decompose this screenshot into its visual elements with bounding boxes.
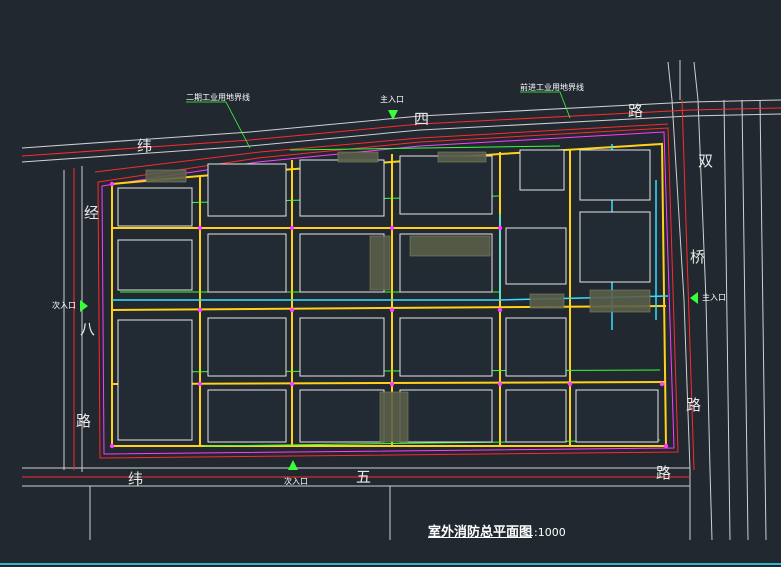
west-road-char-3: 路: [76, 412, 92, 430]
building-w3: [117, 319, 193, 441]
building-b7: [207, 317, 287, 377]
east-channel-2: [741, 99, 749, 541]
north-road-edge-outer: [21, 99, 781, 149]
main-entrance-east-label: 主入口: [702, 293, 726, 302]
east-channel-3: [759, 99, 767, 541]
secondary-entrance-south-label: 次入口: [284, 477, 308, 486]
arrow-main-north: [388, 110, 398, 120]
building-b3: [399, 155, 493, 215]
building-b8: [299, 317, 385, 377]
lane-h3: [111, 381, 667, 385]
east-road-edge-inner: [693, 61, 713, 541]
roads: [21, 60, 781, 541]
south-road-char-1: 纬: [128, 470, 144, 488]
callout-north-left: 二期工业用地界线: [186, 93, 250, 102]
building-e2: [579, 211, 651, 283]
arrow-main-east: [690, 292, 698, 304]
east-road-char-3: 路: [686, 396, 702, 414]
building-b14: [505, 389, 567, 443]
south-road-char-3: 路: [656, 464, 672, 482]
lane-h2: [111, 305, 667, 311]
east-road-edge-outer: [667, 61, 691, 540]
west-road-char-1: 经: [84, 204, 100, 222]
building-b9: [399, 317, 493, 377]
building-b15: [575, 389, 659, 443]
secondary-entrance-west-label: 次入口: [52, 301, 76, 310]
main-entrance-north-label: 主入口: [380, 95, 404, 104]
red-north-2: [94, 123, 669, 173]
building-b1: [207, 163, 287, 217]
building-w2: [117, 239, 193, 291]
drawing-scale: 1:1000: [527, 526, 566, 539]
north-road-char-3: 路: [628, 102, 644, 120]
red-north-1: [21, 107, 781, 157]
building-b4: [207, 233, 287, 293]
callout-north-right: 前进工业用地界线: [520, 83, 584, 92]
east-road-char-1: 双: [698, 152, 714, 170]
arrow-secondary-west: [80, 300, 88, 312]
building-b12: [299, 389, 385, 443]
building-b10: [505, 317, 567, 377]
north-road-char-1: 纬: [137, 137, 153, 155]
south-road-char-2: 五: [356, 468, 372, 486]
north-road-char-2: 四: [414, 110, 430, 128]
building-b2: [299, 159, 385, 217]
hydrant-markers: [109, 181, 669, 449]
bottom-edge-line: [0, 563, 781, 565]
callout-leaders: [186, 91, 571, 149]
east-channel-1: [723, 99, 731, 541]
red-east: [681, 99, 695, 471]
red-lines: [21, 99, 781, 478]
buildings: [117, 149, 659, 443]
building-e4: [519, 149, 565, 191]
arrow-secondary-south: [288, 460, 298, 470]
building-w1: [117, 187, 193, 227]
parking-areas: [145, 151, 651, 443]
north-road-edge-inner: [21, 113, 781, 163]
site-boundary: [97, 127, 679, 459]
building-e1: [505, 227, 567, 285]
magenta-boundary: [101, 131, 675, 455]
west-road-char-2: 八: [80, 320, 96, 338]
east-road-char-2: 桥: [690, 248, 706, 266]
building-e3: [579, 149, 651, 201]
building-b11: [207, 389, 287, 443]
building-b13: [399, 389, 493, 443]
entrance-arrows: [80, 110, 698, 470]
drawing-title: 室外消防总平面图: [428, 525, 533, 540]
